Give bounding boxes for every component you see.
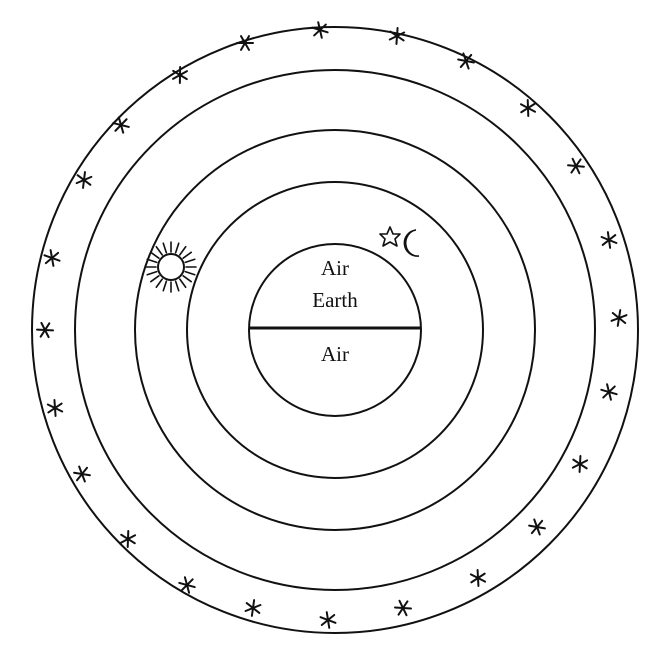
fixed-star-icon — [312, 22, 327, 38]
fixed-stars-inner-ring — [75, 70, 595, 590]
fixed-star-icon — [173, 67, 187, 83]
sun-ray — [151, 276, 159, 282]
moon-icon — [404, 230, 419, 256]
sun-ray — [176, 243, 179, 253]
fixed-star-icon — [529, 519, 545, 534]
fixed-star-icon — [601, 384, 616, 400]
fixed-star-icon — [246, 600, 261, 616]
sun-sphere-ring — [135, 130, 535, 530]
sun-ray — [163, 281, 166, 291]
sun-ray — [147, 272, 157, 275]
fixed-star-icon — [471, 570, 485, 586]
fixed-star-icon — [74, 467, 90, 482]
crescent-moon-shape — [404, 230, 419, 256]
sun-ray — [151, 252, 159, 258]
fixed-star-icon — [612, 310, 627, 326]
sun-ray — [183, 276, 191, 282]
sun-ray — [180, 279, 186, 287]
sun-ray — [185, 259, 195, 262]
sun-ray — [183, 252, 191, 258]
fixed-star-icon — [390, 28, 404, 44]
moon-sphere-ring — [187, 182, 483, 478]
sun-ray — [156, 247, 162, 255]
fixed-star-icon — [77, 172, 92, 188]
fixed-star-icon — [568, 159, 584, 174]
fixed-star-icon — [321, 612, 336, 628]
fixed-star-icon — [44, 250, 59, 266]
fixed-star-stroke — [181, 579, 192, 590]
fixed-star-icon — [521, 100, 535, 116]
sun-disc — [158, 254, 184, 280]
sun-ray — [163, 243, 166, 253]
sun-ray — [180, 247, 186, 255]
fixed-star-icon — [48, 400, 62, 416]
sun-icon — [146, 242, 196, 292]
star-icon — [380, 227, 400, 246]
upper-air-label: Air — [321, 256, 349, 280]
fixed-stars-group — [37, 22, 626, 628]
sun-ray — [185, 272, 195, 275]
lower-air-label: Air — [321, 342, 349, 366]
fixed-star-icon — [179, 577, 194, 592]
sun-ray — [156, 279, 162, 287]
fixed-star-icon — [37, 323, 53, 337]
sun-ray — [147, 259, 157, 262]
sun-ray — [176, 281, 179, 291]
earth-label: Earth — [312, 288, 358, 312]
fixed-star-icon — [121, 531, 135, 547]
fixed-star-icon — [573, 456, 587, 472]
fixed-star-icon — [395, 601, 411, 615]
small-star-shape — [380, 227, 400, 246]
fixed-star-icon — [602, 232, 617, 248]
